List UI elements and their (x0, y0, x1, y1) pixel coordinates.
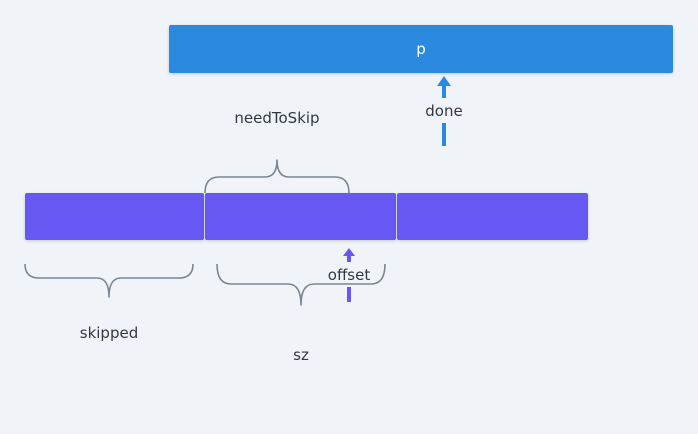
sz-label: sz (293, 346, 309, 364)
done-arrow-shaft-top (442, 85, 446, 98)
skipped-label: skipped (79, 324, 139, 342)
need-to-skip-label: needToSkip (234, 109, 320, 127)
buffer-p-block: p (169, 25, 673, 73)
offset-label: offset (327, 266, 371, 284)
offset-arrowhead (343, 248, 355, 256)
done-arrow-shaft-bottom (442, 123, 446, 146)
done-label: done (425, 102, 463, 120)
segment-next (397, 193, 588, 240)
offset-arrow-shaft-top (347, 255, 351, 262)
done-arrowhead (437, 76, 451, 86)
offset-arrow-shaft-bottom (347, 287, 351, 302)
segment-current (205, 193, 396, 240)
segment-skipped (25, 193, 204, 240)
skipped-brace (24, 263, 194, 298)
buffer-p-label: p (416, 40, 426, 58)
sz-brace (216, 263, 386, 306)
need-to-skip-brace (204, 159, 350, 194)
